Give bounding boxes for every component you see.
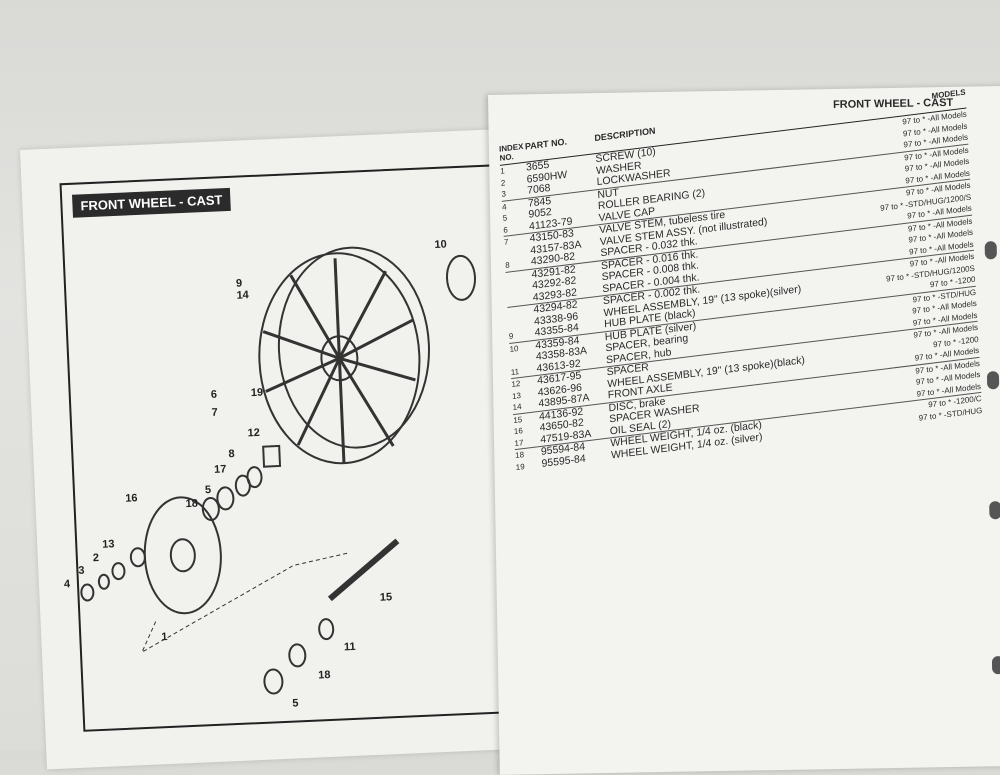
callout: 12	[247, 426, 261, 440]
hub-plate	[445, 254, 477, 301]
callout: 2	[92, 551, 100, 565]
callout: 4	[63, 578, 71, 591]
exploded-wheel-diagram	[80, 246, 477, 695]
binder-hole	[986, 371, 1000, 390]
left-page: FRONT WHEEL - CAST 10 9 14 6 19 7 12 8 1…	[20, 127, 552, 770]
brake-disc	[143, 496, 222, 615]
callout: 8	[228, 447, 235, 461]
binder-hole	[984, 241, 997, 260]
callout: 17	[213, 463, 227, 476]
callout: 6	[210, 388, 218, 401]
callout: 10	[434, 238, 448, 252]
callout: 19	[250, 386, 264, 400]
callout: 5	[204, 483, 212, 497]
callout: 9	[235, 277, 243, 290]
binder-hole	[989, 501, 1000, 520]
row-index: 19	[515, 461, 525, 472]
spacer	[262, 444, 282, 468]
callout: 7	[211, 406, 219, 419]
callout: 3	[78, 564, 85, 577]
callout: 18	[185, 497, 199, 511]
diagram-frame: FRONT WHEEL - CAST 10 9 14 6 19 7 12 8 1…	[59, 164, 518, 732]
callout: 1	[161, 631, 168, 644]
callout: 15	[379, 591, 393, 604]
callout: 11	[343, 640, 356, 654]
front-axle	[327, 538, 400, 602]
callout: 16	[125, 492, 138, 505]
callout: 5	[292, 697, 299, 710]
callout: 18	[317, 668, 331, 682]
header-index: INDEX NO.	[498, 141, 524, 163]
callout: 13	[102, 538, 115, 551]
right-page: FRONT WHEEL - CAST INDEX NO. PART NO. DE…	[488, 85, 1000, 775]
callout: 14	[236, 289, 250, 302]
binder-hole	[991, 656, 1000, 675]
